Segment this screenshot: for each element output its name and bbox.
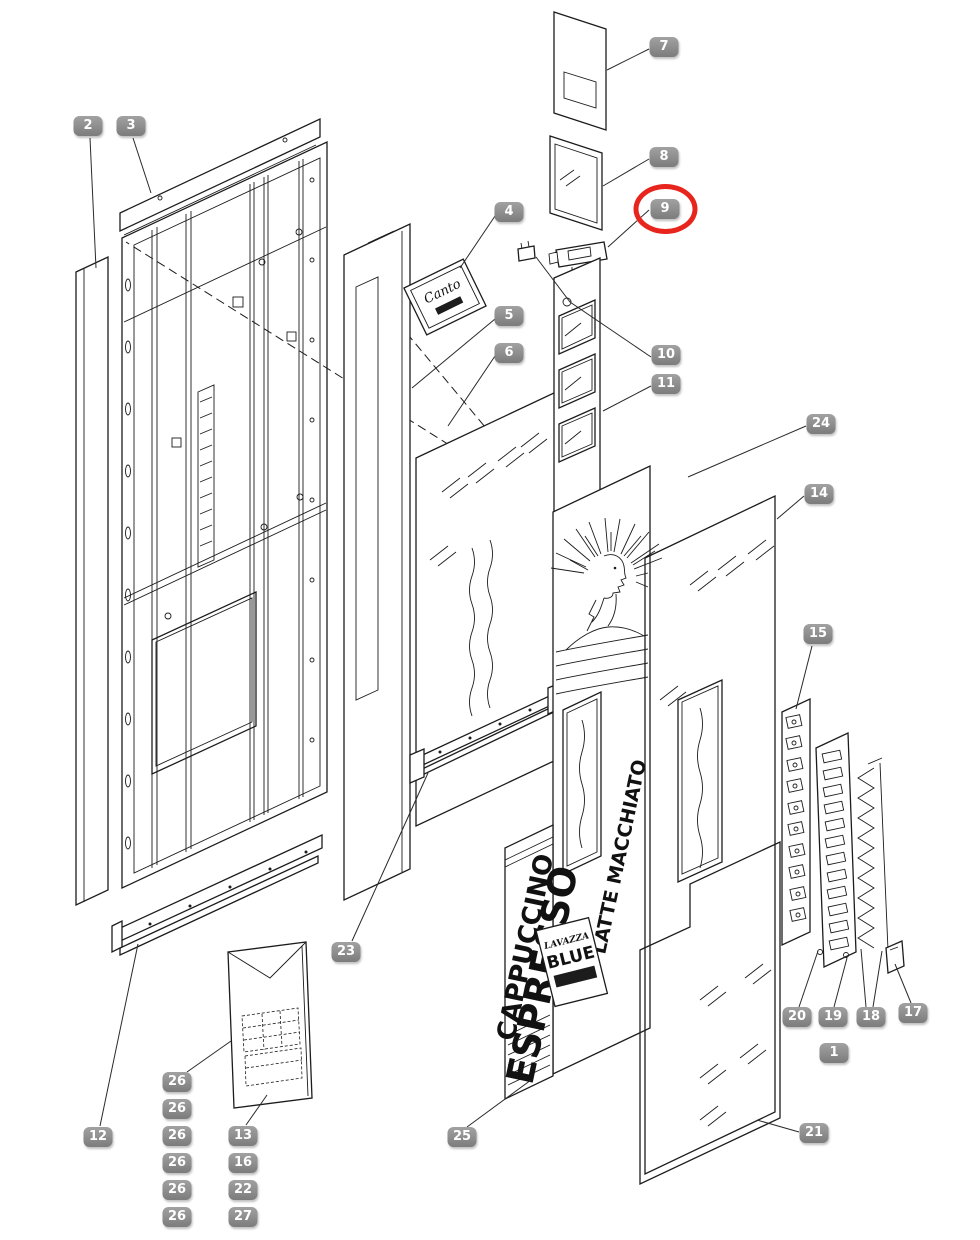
column-window <box>558 298 596 356</box>
part-3-top-strip <box>119 117 321 236</box>
main-frame <box>121 140 328 890</box>
part-7-panel <box>553 11 607 131</box>
part-21-rear-panel <box>639 840 781 1186</box>
part-11-window-column <box>553 257 601 513</box>
poster-figure <box>550 517 663 695</box>
part-10-plug <box>517 240 536 262</box>
glass-hatch-marks <box>699 963 772 1127</box>
poster-window <box>562 690 602 876</box>
part-8-panel <box>549 135 603 231</box>
brand-logo: LAVAZZA BLUE <box>535 916 609 1008</box>
part-15-button-strip <box>781 697 811 947</box>
glass-hatch-marks <box>659 539 775 1085</box>
part-6-glass-panel <box>415 390 557 828</box>
part-5-inner-panel <box>343 222 411 902</box>
column-window <box>558 352 596 410</box>
frame-slot-holes <box>125 278 131 850</box>
part-25-poster-strip <box>504 823 554 1101</box>
part-14-glass-panel <box>644 494 776 1176</box>
column-window <box>558 406 596 464</box>
part-13-instruction-envelope <box>227 941 313 1109</box>
part-4-canto-plate: Canto <box>403 258 487 336</box>
part-1-button-bank <box>815 731 857 969</box>
part-17-bracket <box>885 940 905 974</box>
leader-lines <box>89 48 912 1133</box>
frame-screw-holes <box>309 177 315 743</box>
part-12-bottom-strip <box>111 833 323 957</box>
part-2-side-strip <box>75 255 109 907</box>
glass-window-cutout <box>677 678 723 884</box>
part-18-toothed-strip <box>857 757 889 951</box>
